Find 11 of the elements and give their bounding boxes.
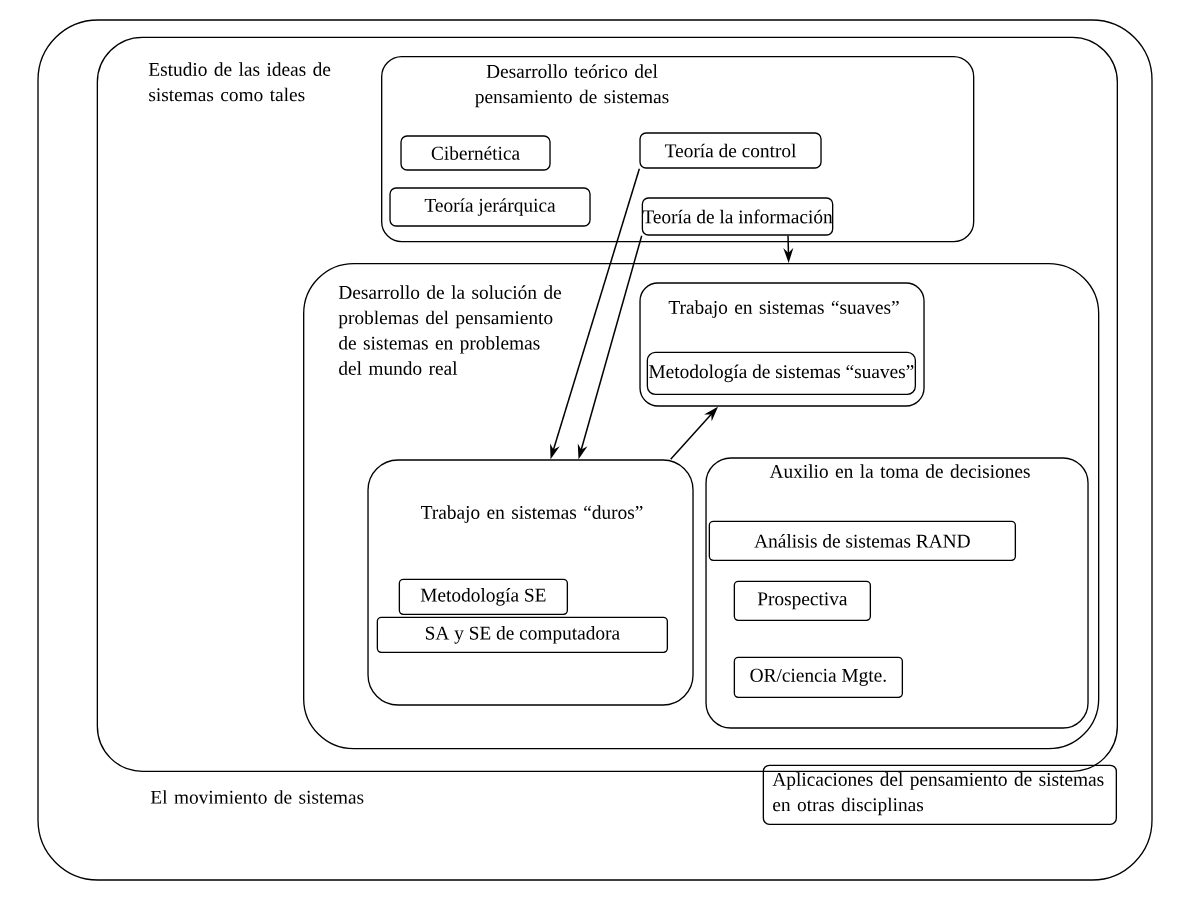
label-box: Prospectiva	[733, 580, 872, 621]
label-box: Metodología de sistemas “suaves”	[646, 351, 916, 395]
label-box: Teoría de la información	[641, 197, 834, 236]
container-box: Aplicaciones del pensamiento de sistemas en otras disciplinas	[762, 764, 1117, 825]
label-box: Cibernética	[400, 135, 551, 171]
label-box: SA y SE de computadora	[376, 616, 669, 653]
label-box: Teoría de control	[639, 132, 822, 169]
label-box: Metodología SE	[398, 578, 568, 615]
label-box: OR/ciencia Mgte.	[733, 656, 904, 698]
label-box: Análisis de sistemas RAND	[708, 520, 1016, 561]
label-box: Teoría jerárquica	[389, 187, 591, 227]
